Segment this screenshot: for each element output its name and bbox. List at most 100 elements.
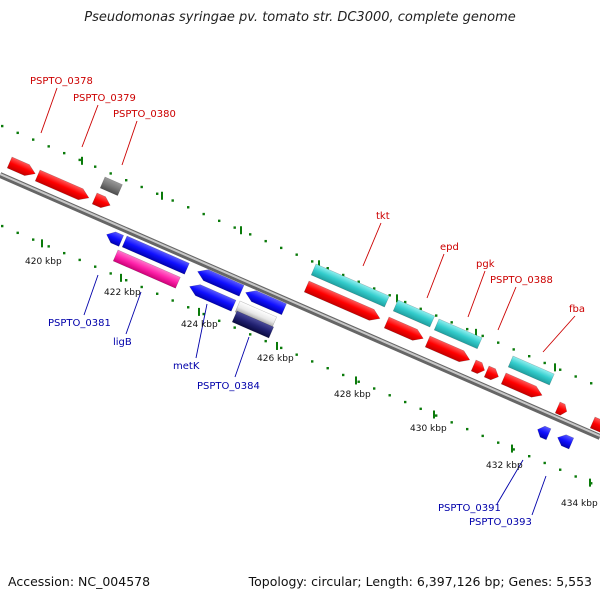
gene-pspto-0393 [557, 434, 575, 450]
kbp-label: 434 kbp [561, 499, 598, 509]
kbp-label: 422 kbp [104, 288, 141, 298]
gene-pspto-0388 [483, 365, 499, 381]
gene-label: PSPTO_0391 [438, 503, 501, 514]
label-leader-line [195, 303, 208, 359]
scale-dot [466, 327, 469, 331]
gene-cyan-4 [507, 355, 555, 386]
kbp-label: 426 kbp [257, 354, 294, 364]
kbp-label: 428 kbp [334, 390, 371, 400]
scale-dot [264, 239, 267, 243]
scale-dot [125, 179, 128, 182]
label-leader-line [467, 270, 486, 318]
gene-pspto-0380 [91, 192, 111, 209]
gene-label: PSPTO_0384 [197, 381, 260, 392]
scale-dot [311, 360, 314, 363]
gene-blue-metk-lower [189, 284, 237, 312]
scale-dot [202, 312, 205, 316]
gene-cyan-3 [433, 318, 483, 350]
gene-blue-small [245, 290, 287, 316]
scale-dot [450, 421, 453, 424]
scale-dot [373, 387, 376, 390]
scale-dot [450, 321, 453, 324]
scale-dot [16, 131, 19, 135]
scale-dot [574, 375, 577, 378]
gene-label: fba [569, 304, 585, 315]
scale-dot [419, 307, 422, 311]
scale-dot [357, 280, 360, 283]
scale-dot [528, 354, 531, 358]
scale-dot [528, 454, 531, 458]
scale-dot [78, 258, 81, 262]
label-leader-line [531, 475, 547, 516]
gene-pspto-0391 [537, 425, 552, 441]
scale-dot [543, 361, 546, 365]
scale-dot [373, 287, 376, 290]
scale-dot [233, 326, 236, 329]
kbp-label: 430 kbp [410, 424, 447, 434]
gene-ligB [112, 249, 181, 289]
scale-dot [156, 192, 159, 195]
scale-dot [218, 319, 221, 323]
scale-dot [233, 226, 236, 229]
scale-dot [109, 272, 112, 275]
scale-dots [1, 124, 593, 485]
label-leader-line [362, 222, 382, 267]
label-leader-line [234, 336, 250, 378]
scale-dot [32, 138, 35, 141]
scale-dot [342, 273, 345, 277]
scale-dot [1, 124, 4, 128]
kbp-label: 420 kbp [25, 257, 62, 267]
gene-pspto-0381-small [106, 231, 124, 247]
gene-label: PSPTO_0379 [73, 93, 136, 104]
scale-dot [187, 306, 190, 309]
scale-dot [512, 348, 515, 351]
scale-dot [559, 468, 562, 471]
gene-pspto-0379 [34, 169, 90, 201]
label-leader-lines [40, 87, 576, 516]
label-leader-line [426, 253, 445, 299]
gene-pspto-0381 [121, 235, 190, 275]
gene-fba [500, 372, 543, 398]
gene-label: epd [440, 242, 459, 253]
gene-pspto-0384-navy [231, 310, 274, 339]
gene-label: ligB [113, 337, 132, 348]
scale-dot [326, 267, 329, 270]
gene-features [6, 156, 600, 450]
scale-dot [404, 300, 407, 304]
accession-text: Accession: NC_004578 [8, 574, 151, 589]
label-leader-line [497, 286, 517, 331]
scale-dot [435, 414, 438, 417]
scale-dot [1, 224, 4, 228]
gene-cyan-2 [392, 299, 435, 328]
label-leader-line [83, 274, 99, 316]
scale-dot [78, 158, 81, 162]
genome-backbone-highlight [0, 173, 600, 437]
scale-ticks [41, 156, 591, 487]
gene-label: PSPTO_0388 [490, 275, 553, 286]
scale-dot [264, 339, 267, 343]
scale-dot [171, 199, 174, 202]
scale-dot [404, 400, 407, 404]
scale-dot [140, 285, 143, 289]
scale-dot [388, 394, 391, 397]
kbp-label: 432 kbp [486, 461, 523, 471]
scale-dot [63, 251, 66, 255]
scale-dot [481, 334, 484, 338]
label-leader-line [125, 291, 142, 335]
scale-dot [512, 448, 515, 451]
gene-label: PSPTO_0378 [30, 76, 93, 87]
scale-dot [590, 482, 593, 485]
scale-dot [419, 407, 422, 411]
scale-dot [280, 346, 283, 350]
map-title: Pseudomonas syringae pv. tomato str. DC3… [84, 10, 516, 25]
scale-dot [32, 238, 35, 241]
scale-dot [47, 245, 50, 248]
gene-tkt [303, 280, 381, 321]
gene-red-edge [589, 416, 600, 433]
scale-dot [249, 333, 252, 336]
gene-pgk [424, 335, 471, 363]
gene-red-small-2 [554, 401, 568, 416]
gene-cyan-1 [310, 263, 390, 308]
scale-dot [47, 145, 50, 148]
